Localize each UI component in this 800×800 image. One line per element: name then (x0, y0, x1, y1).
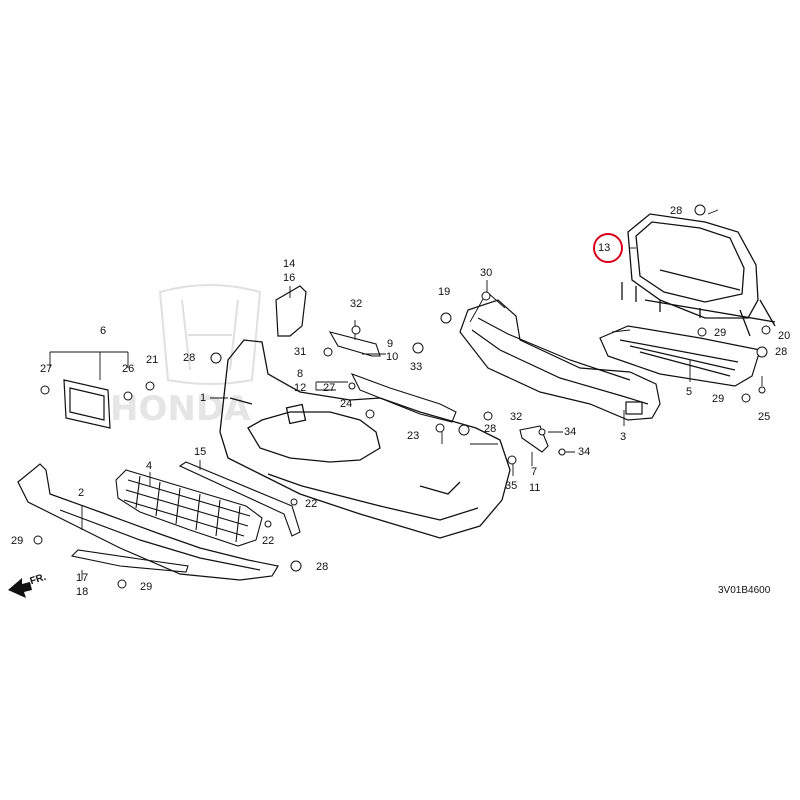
part-7-bracket (519, 425, 549, 453)
callout-16[interactable]: 16 (283, 272, 296, 284)
highlight-circle (593, 233, 623, 263)
callout-8[interactable]: 8 (297, 368, 304, 380)
part-6-license-bracket (63, 379, 111, 429)
callout-15[interactable]: 15 (194, 446, 207, 458)
callout-21[interactable]: 21 (146, 354, 159, 366)
callout-2[interactable]: 2 (78, 487, 85, 499)
callout-13[interactable]: 13 (598, 242, 611, 254)
part-5-lower-shield (599, 325, 761, 387)
callout-35[interactable]: 35 (505, 480, 518, 492)
callout-17[interactable]: 17 (76, 572, 89, 584)
part-13-air-guide (621, 213, 776, 337)
callout-18[interactable]: 18 (76, 586, 89, 598)
callout-27a[interactable]: 27 (40, 363, 53, 375)
callout-11[interactable]: 11 (529, 482, 541, 494)
part-9-bracket (328, 331, 381, 357)
callout-26[interactable]: 26 (122, 363, 135, 375)
callout-28b[interactable]: 28 (670, 205, 683, 217)
callout-33[interactable]: 33 (410, 361, 423, 373)
svg-text:HONDA: HONDA (110, 389, 251, 429)
part-8-retainer (350, 373, 457, 423)
callout-25[interactable]: 25 (758, 411, 771, 423)
part-2-lower-spoiler (17, 463, 279, 581)
callout-20[interactable]: 20 (778, 330, 791, 342)
callout-1[interactable]: 1 (200, 392, 207, 404)
callout-29c[interactable]: 29 (714, 327, 727, 339)
callout-34b[interactable]: 34 (578, 446, 591, 458)
callout-9[interactable]: 9 (387, 338, 394, 350)
callout-23[interactable]: 23 (407, 430, 420, 442)
callout-5[interactable]: 5 (686, 386, 693, 398)
callout-28c[interactable]: 28 (775, 346, 788, 358)
callout-12[interactable]: 12 (294, 382, 307, 394)
brand-watermark-logo: HONDA (110, 284, 262, 429)
leader-lines (49, 209, 763, 580)
callout-27b[interactable]: 27 (323, 382, 336, 394)
callout-7[interactable]: 7 (531, 466, 538, 478)
callout-19[interactable]: 19 (438, 286, 451, 298)
callout-28e[interactable]: 28 (316, 561, 329, 573)
part-3-bumper-beam (459, 299, 661, 421)
fasteners (33, 204, 771, 589)
part-17-lower-strip (70, 549, 189, 573)
callout-6[interactable]: 6 (100, 325, 107, 337)
callout-30[interactable]: 30 (480, 267, 493, 279)
part-15-trim-strip (178, 461, 301, 537)
callout-29d[interactable]: 29 (712, 393, 725, 405)
callout-32a[interactable]: 32 (350, 298, 363, 310)
front-direction-arrow-icon (8, 578, 32, 598)
callout-4[interactable]: 4 (146, 460, 153, 472)
callout-24[interactable]: 24 (340, 398, 353, 410)
callout-14[interactable]: 14 (283, 258, 296, 270)
callout-22b[interactable]: 22 (262, 535, 275, 547)
callout-28d[interactable]: 28 (484, 423, 497, 435)
callout-32b[interactable]: 32 (510, 411, 523, 423)
callout-29a[interactable]: 29 (11, 535, 24, 547)
callout-10[interactable]: 10 (386, 351, 399, 363)
diagram-code: 3V01B4600 (718, 585, 771, 596)
callout-34a[interactable]: 34 (564, 426, 577, 438)
callout-31[interactable]: 31 (294, 346, 307, 358)
callout-22a[interactable]: 22 (305, 498, 318, 510)
callout-29b[interactable]: 29 (140, 581, 153, 593)
callout-28a[interactable]: 28 (183, 352, 196, 364)
part-1-bumper-face (219, 339, 511, 539)
part-14-side-bracket (275, 285, 307, 337)
part-4-lower-grille (115, 469, 263, 547)
callout-3[interactable]: 3 (620, 431, 627, 443)
